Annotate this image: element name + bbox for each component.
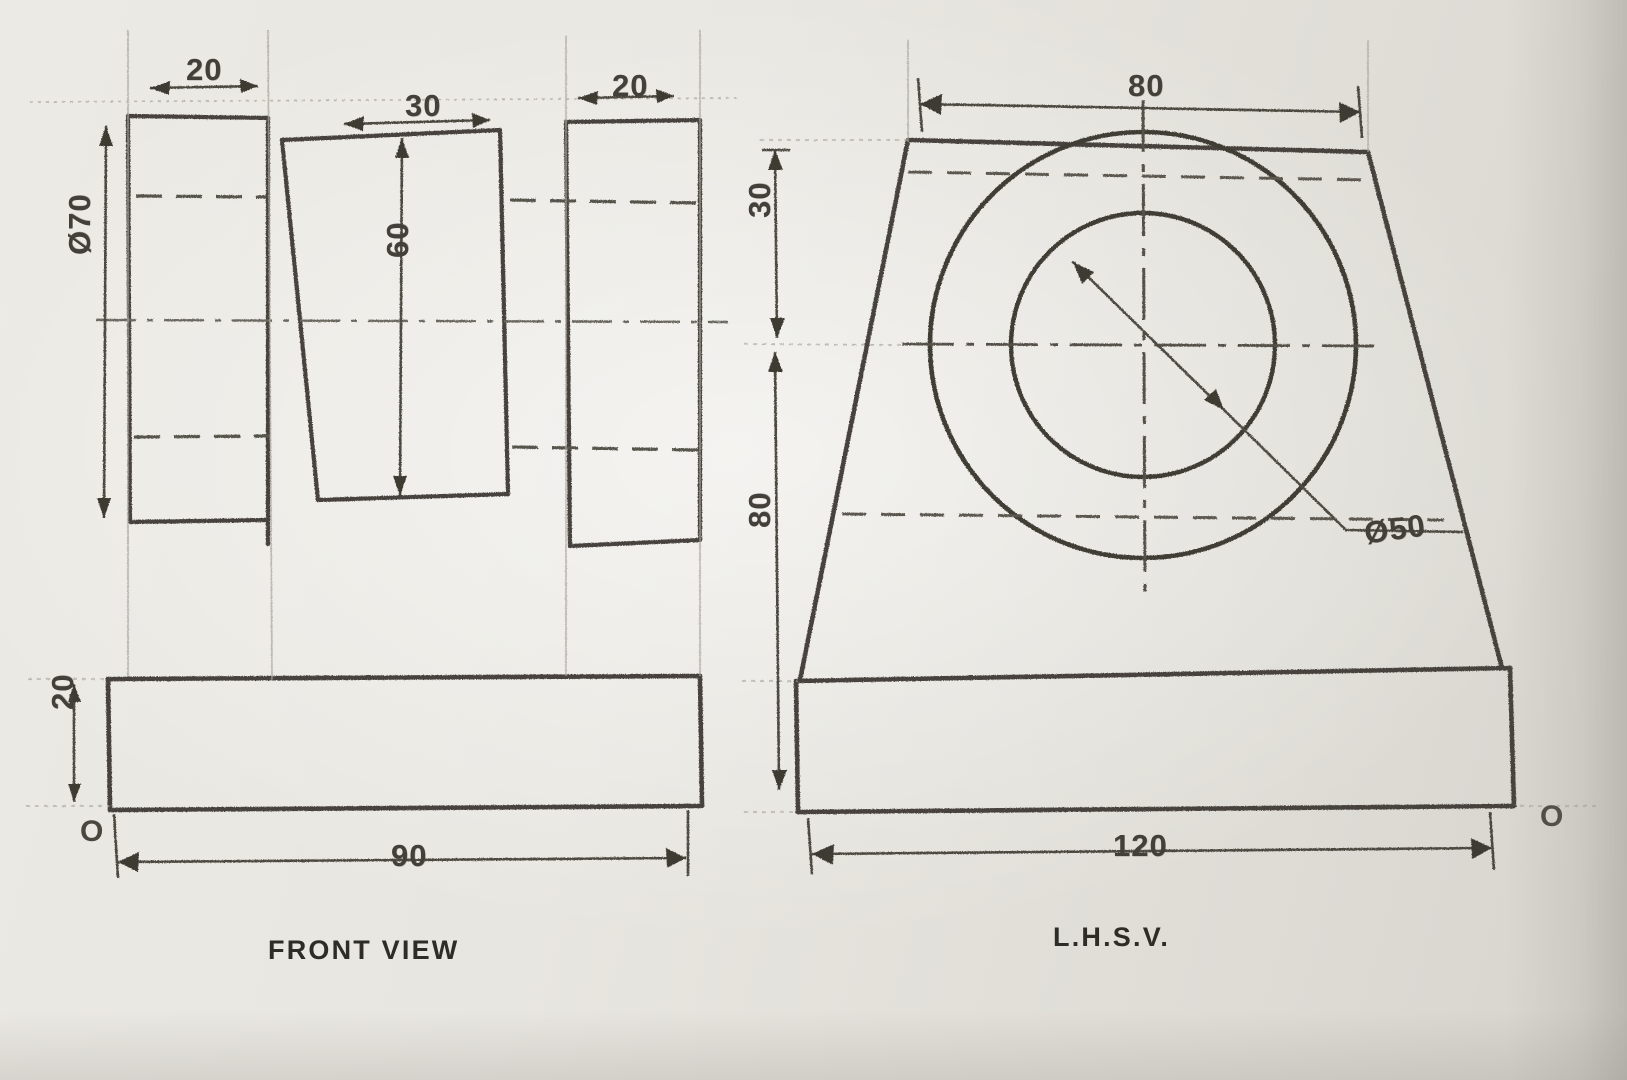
side-hidden-lines [841, 170, 1445, 522]
dim-line-fv-20-right [577, 89, 675, 105]
dim-label-fv-base20: 20 [45, 673, 80, 710]
dim-label-sv-120: 120 [1113, 828, 1168, 863]
front-right-boss-outline [563, 117, 703, 549]
dim-line-sv-80-top [916, 77, 1364, 139]
dim-label-sv-30: 30 [742, 181, 777, 218]
front-hidden-bore-lines [133, 194, 701, 452]
dim-line-sv-80-side [768, 351, 787, 791]
dim-line-fv-dia70 [97, 125, 113, 519]
dim-line-fv-60 [393, 137, 409, 497]
side-base-plate-outline [793, 665, 1517, 815]
dim-label-fv-20-right: 20 [612, 68, 649, 103]
dim-label-fv-20-left: 20 [186, 52, 223, 87]
lhsv-view-title: L.H.S.V. [1053, 922, 1171, 952]
dim-label-fv-30: 30 [405, 88, 442, 123]
dim-label-fv-60: 60 [380, 221, 415, 258]
dim-label-sv-80-top: 80 [1128, 68, 1165, 103]
side-horizontal-centerline [901, 342, 1379, 348]
dim-line-sv-30 [762, 148, 790, 339]
dim-line-fv-90 [112, 810, 690, 879]
dim-line-fv-20-left [149, 79, 259, 95]
side-trapezoid-outline [797, 137, 1505, 683]
dim-label-sv-80-side: 80 [742, 491, 777, 528]
front-centre-block-outline [279, 127, 511, 503]
dim-line-sv-120 [806, 811, 1496, 875]
lhsv-view-group [742, 40, 1600, 875]
front-projection-lines [26, 29, 743, 807]
side-projection-lines [742, 40, 1600, 813]
dim-line-fv-30 [343, 113, 491, 131]
front-view-centerline [95, 318, 729, 324]
dim-label-fv-dia70: Ø70 [62, 193, 97, 255]
front-left-boss-outline [125, 113, 271, 547]
front-view-title: FRONT VIEW [268, 935, 460, 965]
dim-label-fv-90: 90 [391, 838, 428, 873]
dim-line-fv-base20 [68, 684, 81, 802]
front-base-plate-outline [105, 673, 705, 813]
side-dia50-leader-line [1071, 260, 1464, 534]
front-view-group [26, 29, 743, 879]
origin-label-side-view: O [1540, 800, 1564, 833]
origin-label-front-view: O [80, 815, 104, 848]
